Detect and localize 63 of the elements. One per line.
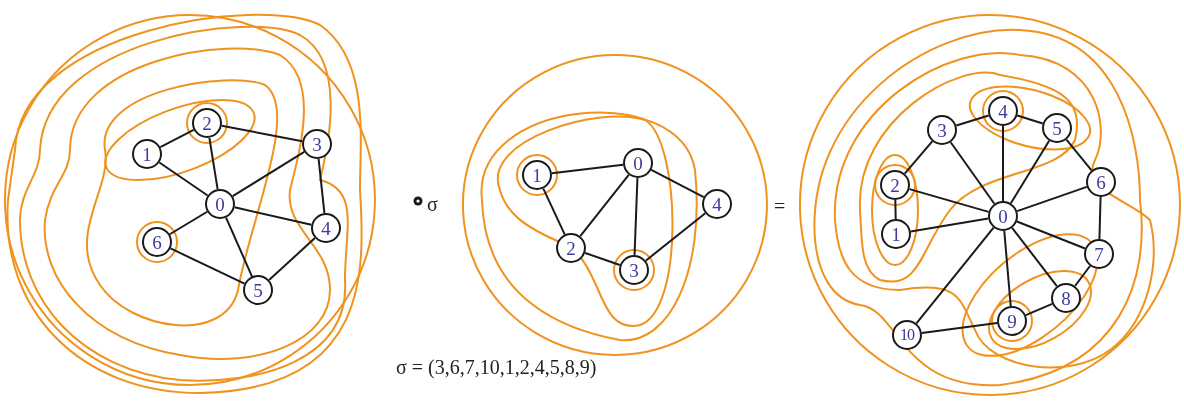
graph-edge	[169, 247, 246, 285]
graph-edge	[894, 199, 897, 220]
graph-vertex: 4	[988, 96, 1018, 126]
graph-edge	[550, 163, 625, 175]
graph-edge	[584, 251, 621, 267]
graph-edge	[220, 124, 304, 143]
graph-edge	[208, 136, 219, 191]
graph-vertex: 0	[623, 148, 653, 178]
graph-edge	[233, 206, 313, 226]
graph-vertex: 2	[880, 170, 910, 200]
graph-edge	[920, 322, 999, 334]
graph-edge	[908, 188, 990, 213]
graph-edge	[955, 114, 990, 127]
graph-edge	[633, 177, 639, 256]
graph-vertex: 0	[988, 201, 1018, 231]
permutation-formula: σ = (3,6,7,10,1,2,4,5,8,9)	[396, 356, 597, 379]
graph-vertex: 4	[702, 189, 732, 219]
graph-edge	[1016, 114, 1044, 125]
graph-vertex: 2	[192, 108, 222, 138]
graph-edge	[225, 216, 253, 278]
graph-vertex: 5	[243, 275, 273, 305]
graph-edge	[1002, 125, 1004, 202]
graph-edge	[903, 140, 934, 175]
graph-edge	[1065, 138, 1093, 172]
graph-vertex: 3	[927, 115, 957, 145]
graph-edge	[268, 237, 316, 281]
graph-vertex: 6	[1086, 167, 1116, 197]
graph-vertex: 10	[892, 320, 922, 350]
graph-vertex: 1	[881, 219, 911, 249]
graph-edge	[909, 217, 990, 233]
graph-edge	[1003, 229, 1012, 308]
graph-vertex: 5	[1042, 113, 1072, 143]
graph-edge	[579, 173, 630, 238]
graph-vertex: 6	[142, 227, 172, 257]
graph-vertex: 3	[302, 129, 332, 159]
graph-edge	[1074, 265, 1091, 287]
graph-vertex: 7	[1084, 239, 1114, 269]
graph-vertex: 4	[311, 213, 341, 243]
graph-vertex: 9	[997, 306, 1027, 336]
graph-edge	[542, 187, 566, 236]
graph-edge	[158, 161, 209, 197]
equals-sign: =	[774, 195, 786, 218]
graph-edge	[1024, 302, 1054, 317]
graph-edge	[231, 150, 306, 198]
graph-edge	[1009, 139, 1051, 205]
graph-edge	[1015, 220, 1087, 250]
graph-vertex: 1	[132, 139, 162, 169]
sigma-symbol: σ	[427, 193, 438, 216]
graph-edge	[650, 168, 705, 199]
graph-edge	[159, 128, 195, 149]
graph-vertex: 1	[522, 160, 552, 190]
graph-edge	[915, 226, 995, 325]
graph-edge	[949, 141, 996, 205]
graph-vertex: 3	[619, 255, 649, 285]
graph-edge	[1016, 185, 1088, 213]
graph-edge	[1098, 196, 1102, 240]
graph-edge	[317, 157, 326, 215]
graph-vertex: 0	[205, 189, 235, 219]
graph-vertex: 8	[1051, 283, 1081, 313]
graph-vertex: 2	[556, 233, 586, 263]
graph-edge	[644, 212, 707, 262]
graph-edge	[168, 210, 209, 236]
graph-edge	[1011, 226, 1058, 288]
